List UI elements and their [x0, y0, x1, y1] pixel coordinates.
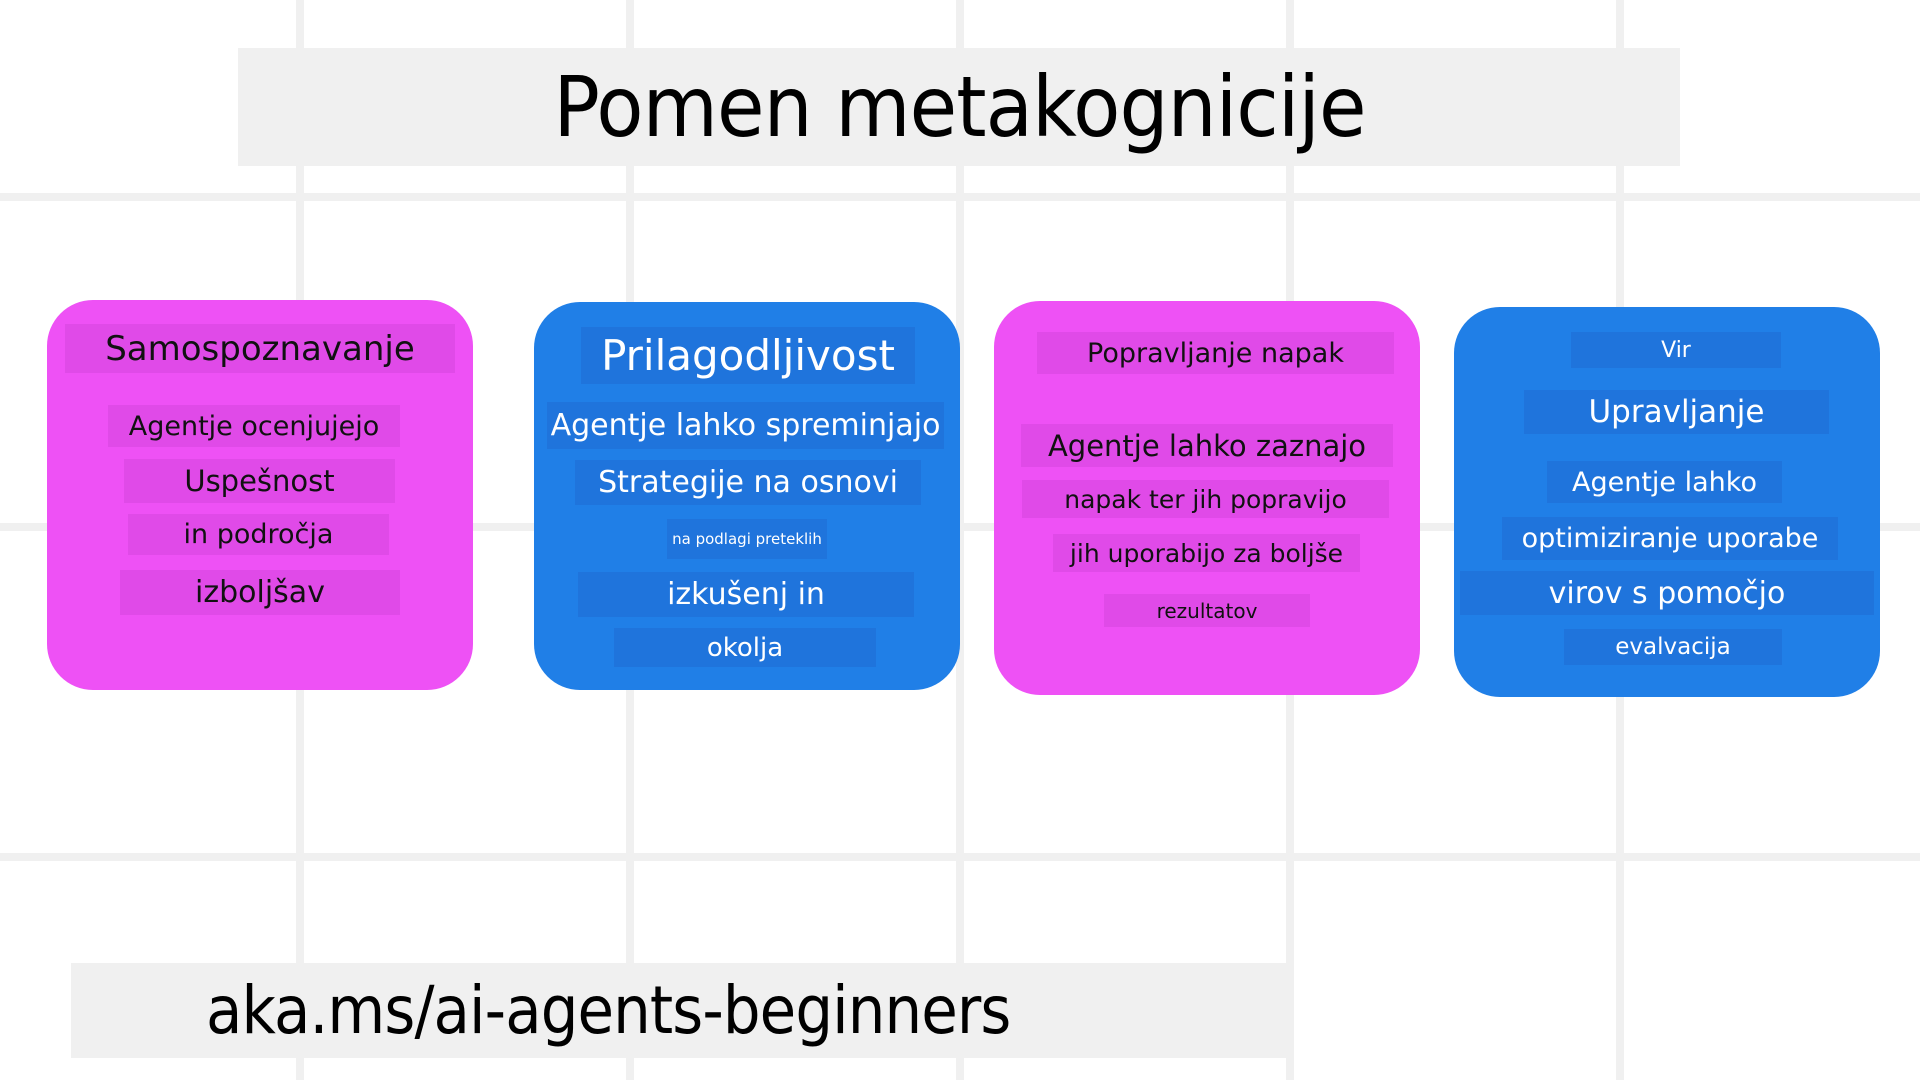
grid-line: [0, 193, 1920, 201]
card-line: Agentje ocenjujejo: [108, 405, 400, 447]
card-line: in področja: [128, 514, 389, 555]
card-line: Agentje lahko: [1547, 461, 1782, 503]
card-title: Popravljanje napak: [1037, 332, 1394, 374]
card-self-awareness: Samospoznavanje Agentje ocenjujejo Uspeš…: [47, 300, 473, 690]
card-title: Prilagodljivost: [581, 327, 915, 384]
grid-line: [956, 0, 964, 1080]
card-title: Samospoznavanje: [65, 324, 455, 373]
card-line: Uspešnost: [124, 459, 395, 503]
card-line: evalvacija: [1564, 629, 1782, 665]
card-line: Agentje lahko zaznajo: [1021, 424, 1393, 467]
card-line: optimiziranje uporabe: [1502, 517, 1838, 560]
card-line: izkušenj in: [578, 572, 914, 617]
card-line: jih uporabijo za boljše: [1053, 534, 1360, 572]
card-line: na podlagi preteklih: [667, 519, 827, 559]
card-title: Vir: [1571, 332, 1781, 368]
card-line: okolja: [614, 628, 876, 667]
card-line: izboljšav: [120, 570, 400, 615]
card-line: Upravljanje: [1524, 390, 1829, 434]
card-error-correction: Popravljanje napak Agentje lahko zaznajo…: [994, 301, 1420, 695]
card-resource-management: Vir Upravljanje Agentje lahko optimizira…: [1454, 307, 1880, 697]
card-line: napak ter jih popravijo: [1022, 480, 1389, 518]
card-line: rezultatov: [1104, 594, 1310, 627]
grid-line: [0, 523, 1920, 531]
grid-line: [0, 853, 1920, 861]
card-line: Strategije na osnovi: [575, 460, 921, 505]
footer-link[interactable]: aka.ms/ai-agents-beginners: [206, 972, 1011, 1049]
footer-banner: aka.ms/ai-agents-beginners: [71, 963, 1288, 1058]
card-line: virov s pomočjo: [1460, 571, 1874, 615]
page-title: Pomen metakognicije: [552, 58, 1366, 156]
card-adaptability: Prilagodljivost Agentje lahko spreminjaj…: [534, 302, 960, 690]
title-banner: Pomen metakognicije: [238, 48, 1680, 166]
card-line: Agentje lahko spreminjajo: [547, 402, 944, 449]
